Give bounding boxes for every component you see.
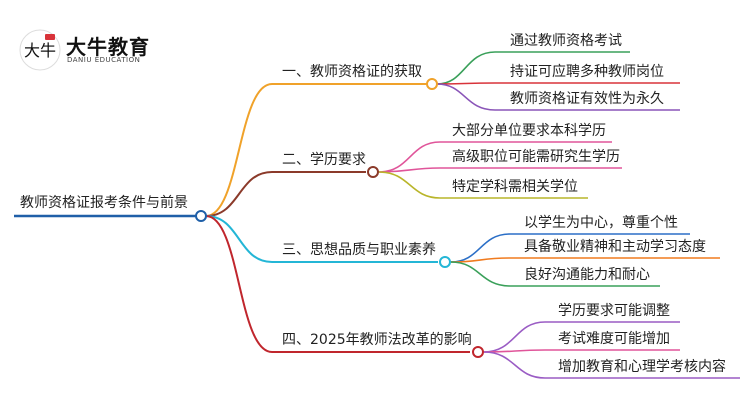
leaf-3-2-label: 具备敬业精神和主动学习态度 — [524, 239, 706, 255]
leaf-2-3-connector — [378, 171, 588, 199]
leaf-4-2-connector — [483, 349, 680, 353]
leaf-1-2-label: 持证可应聘多种教师岗位 — [510, 64, 664, 80]
leaf-4-3-label: 增加教育和心理学考核内容 — [558, 359, 726, 375]
leaf-2-1-connector — [378, 141, 612, 173]
leaf-4-1-connector — [483, 321, 680, 353]
branch-2-connector — [205, 171, 366, 217]
logo-subtitle: DANIU EDUCATION — [67, 56, 141, 64]
branch-2-node-dot — [367, 166, 379, 178]
leaf-2-2-label: 高级职位可能需研究生学历 — [452, 149, 620, 165]
leaf-2-3-label: 特定学科需相关学位 — [452, 179, 578, 195]
brand-logo: 大牛 大牛教育 DANIU EDUCATION — [18, 28, 168, 72]
branch-3-node-dot — [439, 256, 451, 268]
branch-1-label: 一、教师资格证的获取 — [282, 64, 422, 80]
leaf-4-2-label: 考试难度可能增加 — [558, 331, 670, 347]
logo-mark-icon: 大牛 — [19, 29, 61, 71]
leaf-1-1-label: 通过教师资格考试 — [510, 33, 622, 49]
branch-4-node-dot — [472, 346, 484, 358]
leaf-3-3-connector — [450, 261, 660, 287]
leaf-2-1-label: 大部分单位要求本科学历 — [452, 123, 606, 139]
root-label: 教师资格证报考条件与前景 — [20, 195, 188, 211]
leaf-1-1-connector — [436, 51, 630, 85]
leaf-2-2-connector — [378, 167, 622, 173]
leaf-3-3-label: 良好沟通能力和耐心 — [524, 267, 650, 283]
leaf-1-3-label: 教师资格证有效性为永久 — [510, 91, 664, 107]
leaf-3-2-connector — [450, 257, 720, 263]
logo-mark-text: 大牛 — [24, 41, 56, 60]
branch-4-connector — [205, 215, 470, 353]
branch-1-connector — [205, 83, 428, 217]
leaf-4-1-label: 学历要求可能调整 — [558, 303, 670, 319]
branch-2-label: 二、学历要求 — [282, 152, 366, 168]
leaf-1-3-connector — [436, 83, 680, 111]
branch-3-label: 三、思想品质与职业素养 — [282, 242, 436, 258]
branch-1-node-dot — [426, 78, 438, 90]
branch-3-connector — [205, 215, 438, 263]
leaf-1-2-connector — [436, 82, 680, 85]
leaf-3-1-label: 以学生为中心，尊重个性 — [524, 215, 678, 231]
leaf-4-3-connector — [483, 351, 740, 379]
leaf-3-1-connector — [450, 233, 690, 263]
logo-title: 大牛教育 — [66, 35, 150, 59]
root-node-dot — [195, 210, 207, 222]
branch-4-label: 四、2025年教师法改革的影响 — [282, 332, 472, 348]
